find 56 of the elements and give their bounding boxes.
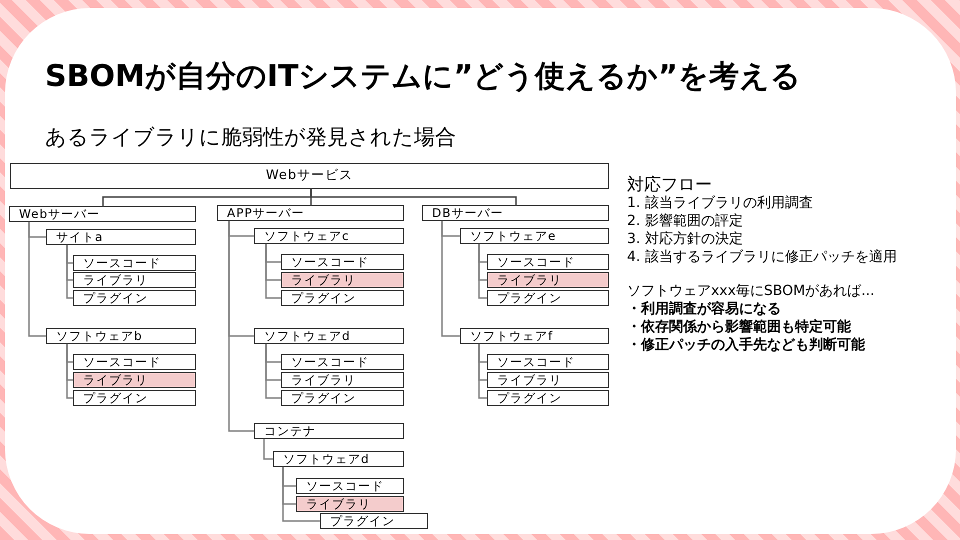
item-box: ライブラリ [73,272,196,288]
item-box: サイトa [46,229,196,245]
item-box: プラグイン [487,390,609,406]
highlighted-box: ライブラリ [281,272,404,288]
tree-connector [228,221,254,432]
item-box: ソースコード [296,478,404,494]
subheading: あるライブラリに脆弱性が発見された場合 [45,125,456,150]
tree-connector [28,222,46,337]
list-item: 2. 影響範囲の評定 [627,213,743,230]
item-box: コンテナ [254,423,404,439]
list-item: 4. 該当するライブラリに修正パッチを適用 [627,249,897,266]
item-box: ライブラリ [281,372,404,388]
server-box: APPサーバー [217,205,404,221]
item-box: プラグイン [320,513,428,529]
tree-connector [441,221,460,337]
bullet-item: ・利用調査が容易になる [627,301,781,318]
server-box: DBサーバー [422,205,609,221]
title: SBOMが自分のITシステムに”どう使えるか”を考える [45,59,801,95]
bullet-item: ・修正パッチの入手先なども判断可能 [627,337,865,354]
tree-connector [310,189,517,205]
item-box: ソースコード [73,255,196,271]
section-heading: 対応フロー [627,175,712,195]
list-item: 1. 該当ライブラリの利用調査 [627,195,813,212]
item-box: ソースコード [487,254,609,270]
item-box: ソフトウェアe [460,228,609,244]
tree-connector [265,244,281,299]
item-box: プラグイン [487,290,609,306]
item-box: ソフトウェアf [460,328,609,344]
tree-connector [263,439,273,460]
item-box: プラグイン [73,290,196,306]
tree-connector [66,344,73,399]
item-box: プラグイン [73,390,196,406]
item-box: プラグイン [281,290,404,306]
item-box: ソースコード [281,254,404,270]
item-box: ソースコード [73,354,196,370]
list-item: 3. 対応方針の決定 [627,231,743,248]
tree-connector [478,344,487,399]
item-box: ソフトウェアd [273,451,404,467]
tree-connector [265,344,281,399]
server-box: Webサーバー [9,206,196,222]
tree-connector [478,244,487,299]
highlighted-box: ライブラリ [487,272,609,288]
bullet-item: ・依存関係から影響範囲も特定可能 [627,319,851,336]
item-box: ソースコード [487,354,609,370]
item-box: ソースコード [281,354,404,370]
highlighted-box: ライブラリ [73,372,196,388]
tree-connector [282,467,320,522]
service-box: Webサービス [10,163,609,189]
tree-connector [66,245,73,299]
item-box: ソフトウェアb [46,328,196,344]
highlighted-box: ライブラリ [296,496,404,512]
note-text: ソフトウェアxxx毎にSBOMがあれば... [627,283,875,300]
item-box: ソフトウェアd [254,328,404,344]
item-box: ソフトウェアc [254,228,404,244]
item-box: プラグイン [281,390,404,406]
item-box: ライブラリ [487,372,609,388]
